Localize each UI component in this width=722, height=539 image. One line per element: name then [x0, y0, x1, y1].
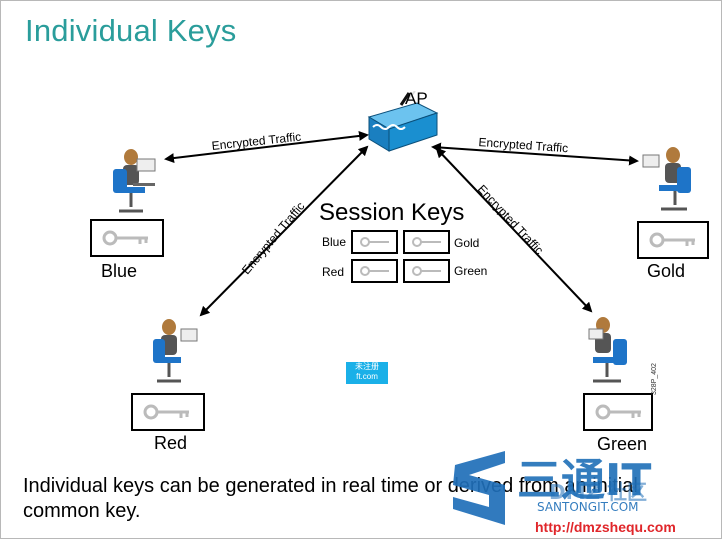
session-keys-title: Session Keys: [319, 199, 465, 226]
session-key-gold: [403, 230, 450, 254]
key-box-green: [583, 393, 653, 431]
watermark-sub: SANTONGIT.COM: [537, 500, 639, 514]
session-keys-grid: [351, 230, 450, 283]
watermark-logo: 三通IT SANTONGIT.COM DMZ 社区: [453, 451, 651, 525]
figure-code: 328P_402: [651, 363, 658, 395]
person-blue-icon: [113, 149, 156, 213]
link-ap-red: [199, 145, 369, 317]
access-point-icon: [367, 91, 439, 152]
person-green-icon: [588, 317, 627, 383]
session-key-red: [351, 259, 398, 283]
key-box-gold: [637, 221, 709, 259]
person-gold-icon: [642, 147, 691, 211]
watermark-cn: DMZ 社区: [549, 480, 647, 504]
key-box-blue: [90, 219, 164, 257]
user-label-blue: Blue: [101, 261, 138, 281]
user-label-gold: Gold: [647, 261, 686, 281]
watermark-url: http://dmzshequ.com: [535, 519, 676, 535]
session-key-blue: [351, 230, 398, 254]
footer-line-2: common key.: [23, 500, 141, 522]
user-label-green: Green: [597, 434, 648, 454]
session-key-green: [403, 259, 450, 283]
person-red-icon: [153, 319, 198, 383]
session-label-blue: Blue: [322, 235, 347, 249]
slide-title: Individual Keys: [25, 13, 237, 48]
key-box-red: [131, 393, 205, 431]
ap-label: AP: [405, 89, 428, 108]
user-label-red: Red: [154, 433, 188, 453]
unregistered-badge: 未注册 ft.com: [346, 362, 388, 384]
session-label-green: Green: [454, 264, 488, 278]
session-label-gold: Gold: [454, 236, 480, 250]
link-ap-green: [435, 147, 593, 313]
watermark-brand: 三通IT: [517, 455, 651, 506]
session-label-red: Red: [322, 265, 345, 279]
